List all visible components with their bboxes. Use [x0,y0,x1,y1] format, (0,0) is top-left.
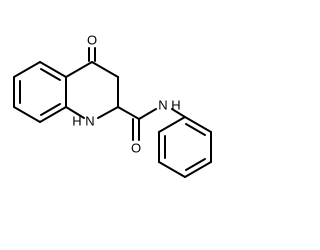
bond [13,106,41,123]
atom-label-nitrogen-ring: N [85,114,94,129]
bond [138,108,157,120]
bond [39,61,67,78]
bond [158,116,186,133]
phenyl-ring [158,116,212,178]
atom-label-oxygen-ketone: O [87,33,97,48]
double-bond-inner [185,158,206,171]
double-bond-inner [185,123,206,136]
amide-group [117,106,186,141]
benzo-ring [13,61,67,123]
molecule-drawing: O H N N H O [13,33,212,178]
double-bond-inner [40,68,61,81]
bond [91,61,119,78]
heterocycle-ring [65,61,119,119]
bond [171,108,186,118]
bond [13,61,41,78]
bond [117,106,140,120]
atom-label-hydrogen-amide: H [171,98,180,113]
atom-label-nitrogen-amide: N [158,98,167,113]
atom-label-hydrogen-ring: H [72,114,81,129]
bond [97,106,119,119]
ketone-group [88,47,96,62]
bond [184,161,212,178]
bond [184,116,212,133]
atom-label-oxygen-amide: O [131,141,141,156]
bond [39,106,67,123]
bond [65,61,93,78]
double-bond-inner [40,103,61,116]
structure-canvas: O H N N H O [13,32,212,178]
bond [158,161,186,178]
bond [65,106,85,119]
